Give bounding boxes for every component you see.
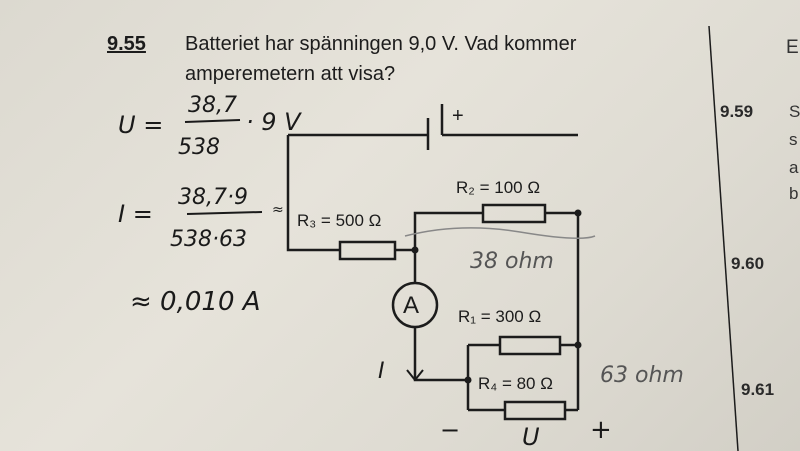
hw-result: ≈ 0,010 A xyxy=(130,287,261,317)
side-item-text: s xyxy=(789,130,798,149)
hw-38-ohm: 38 ohm xyxy=(470,249,554,274)
hw-minus: − xyxy=(440,416,460,444)
side-item-text: S xyxy=(789,102,800,121)
handwritten-solution: U = 38,7 538 · 9 V I = 38,7·9 538·63 ≈ ≈… xyxy=(118,93,684,451)
r4-label: R₄ = 80 Ω xyxy=(478,374,553,393)
ammeter xyxy=(391,281,439,329)
problem-text-line2: amperemetern att visa? xyxy=(185,63,396,85)
resistor-r4 xyxy=(503,400,567,421)
problem-number: 9.55 xyxy=(107,33,146,55)
hw-u-label: U xyxy=(522,423,540,451)
r3-label: R₃ = 500 Ω xyxy=(297,211,381,230)
hw-u-lhs: U = xyxy=(118,111,163,139)
hw-i-denominator: 538·63 xyxy=(170,227,247,252)
junction-dot xyxy=(411,246,419,254)
side-item-text: a xyxy=(789,158,799,177)
wire-left xyxy=(286,135,340,252)
junction-dot xyxy=(464,376,472,384)
junction-dot xyxy=(574,341,582,349)
battery-plus-label: + xyxy=(452,105,464,127)
hw-u-numerator: 38,7 xyxy=(188,93,237,118)
side-item-number: 9.60 xyxy=(731,254,765,273)
problem-text-line1: Batteriet har spänningen 9,0 V. Vad komm… xyxy=(185,33,577,55)
resistor-r2 xyxy=(481,203,547,224)
junction-dot xyxy=(574,209,582,217)
hw-63-ohm: 63 ohm xyxy=(600,363,684,388)
hw-current-label: I xyxy=(378,359,385,384)
hw-approx: ≈ xyxy=(272,202,284,218)
resistor-r3 xyxy=(338,240,397,261)
ammeter-label: A xyxy=(403,292,419,319)
side-item-text: b xyxy=(789,184,799,203)
hw-u-tail: · 9 V xyxy=(246,108,302,136)
hw-i-lhs: I = xyxy=(118,200,153,228)
r2-label: R₂ = 100 Ω xyxy=(456,178,540,197)
side-heading: E xyxy=(786,37,799,58)
column-divider xyxy=(708,25,739,451)
wire-node xyxy=(395,211,483,252)
side-item-number: 9.61 xyxy=(741,380,775,399)
pencil-mark xyxy=(404,227,596,239)
r1-label: R₁ = 300 Ω xyxy=(458,307,541,326)
resistor-r1 xyxy=(498,335,562,356)
side-item-number: 9.59 xyxy=(720,102,754,121)
current-arrow-icon xyxy=(406,369,424,381)
hw-i-numerator: 38,7·9 xyxy=(178,185,248,210)
hw-plus: + xyxy=(590,415,612,445)
hw-u-denominator: 538 xyxy=(178,135,220,160)
